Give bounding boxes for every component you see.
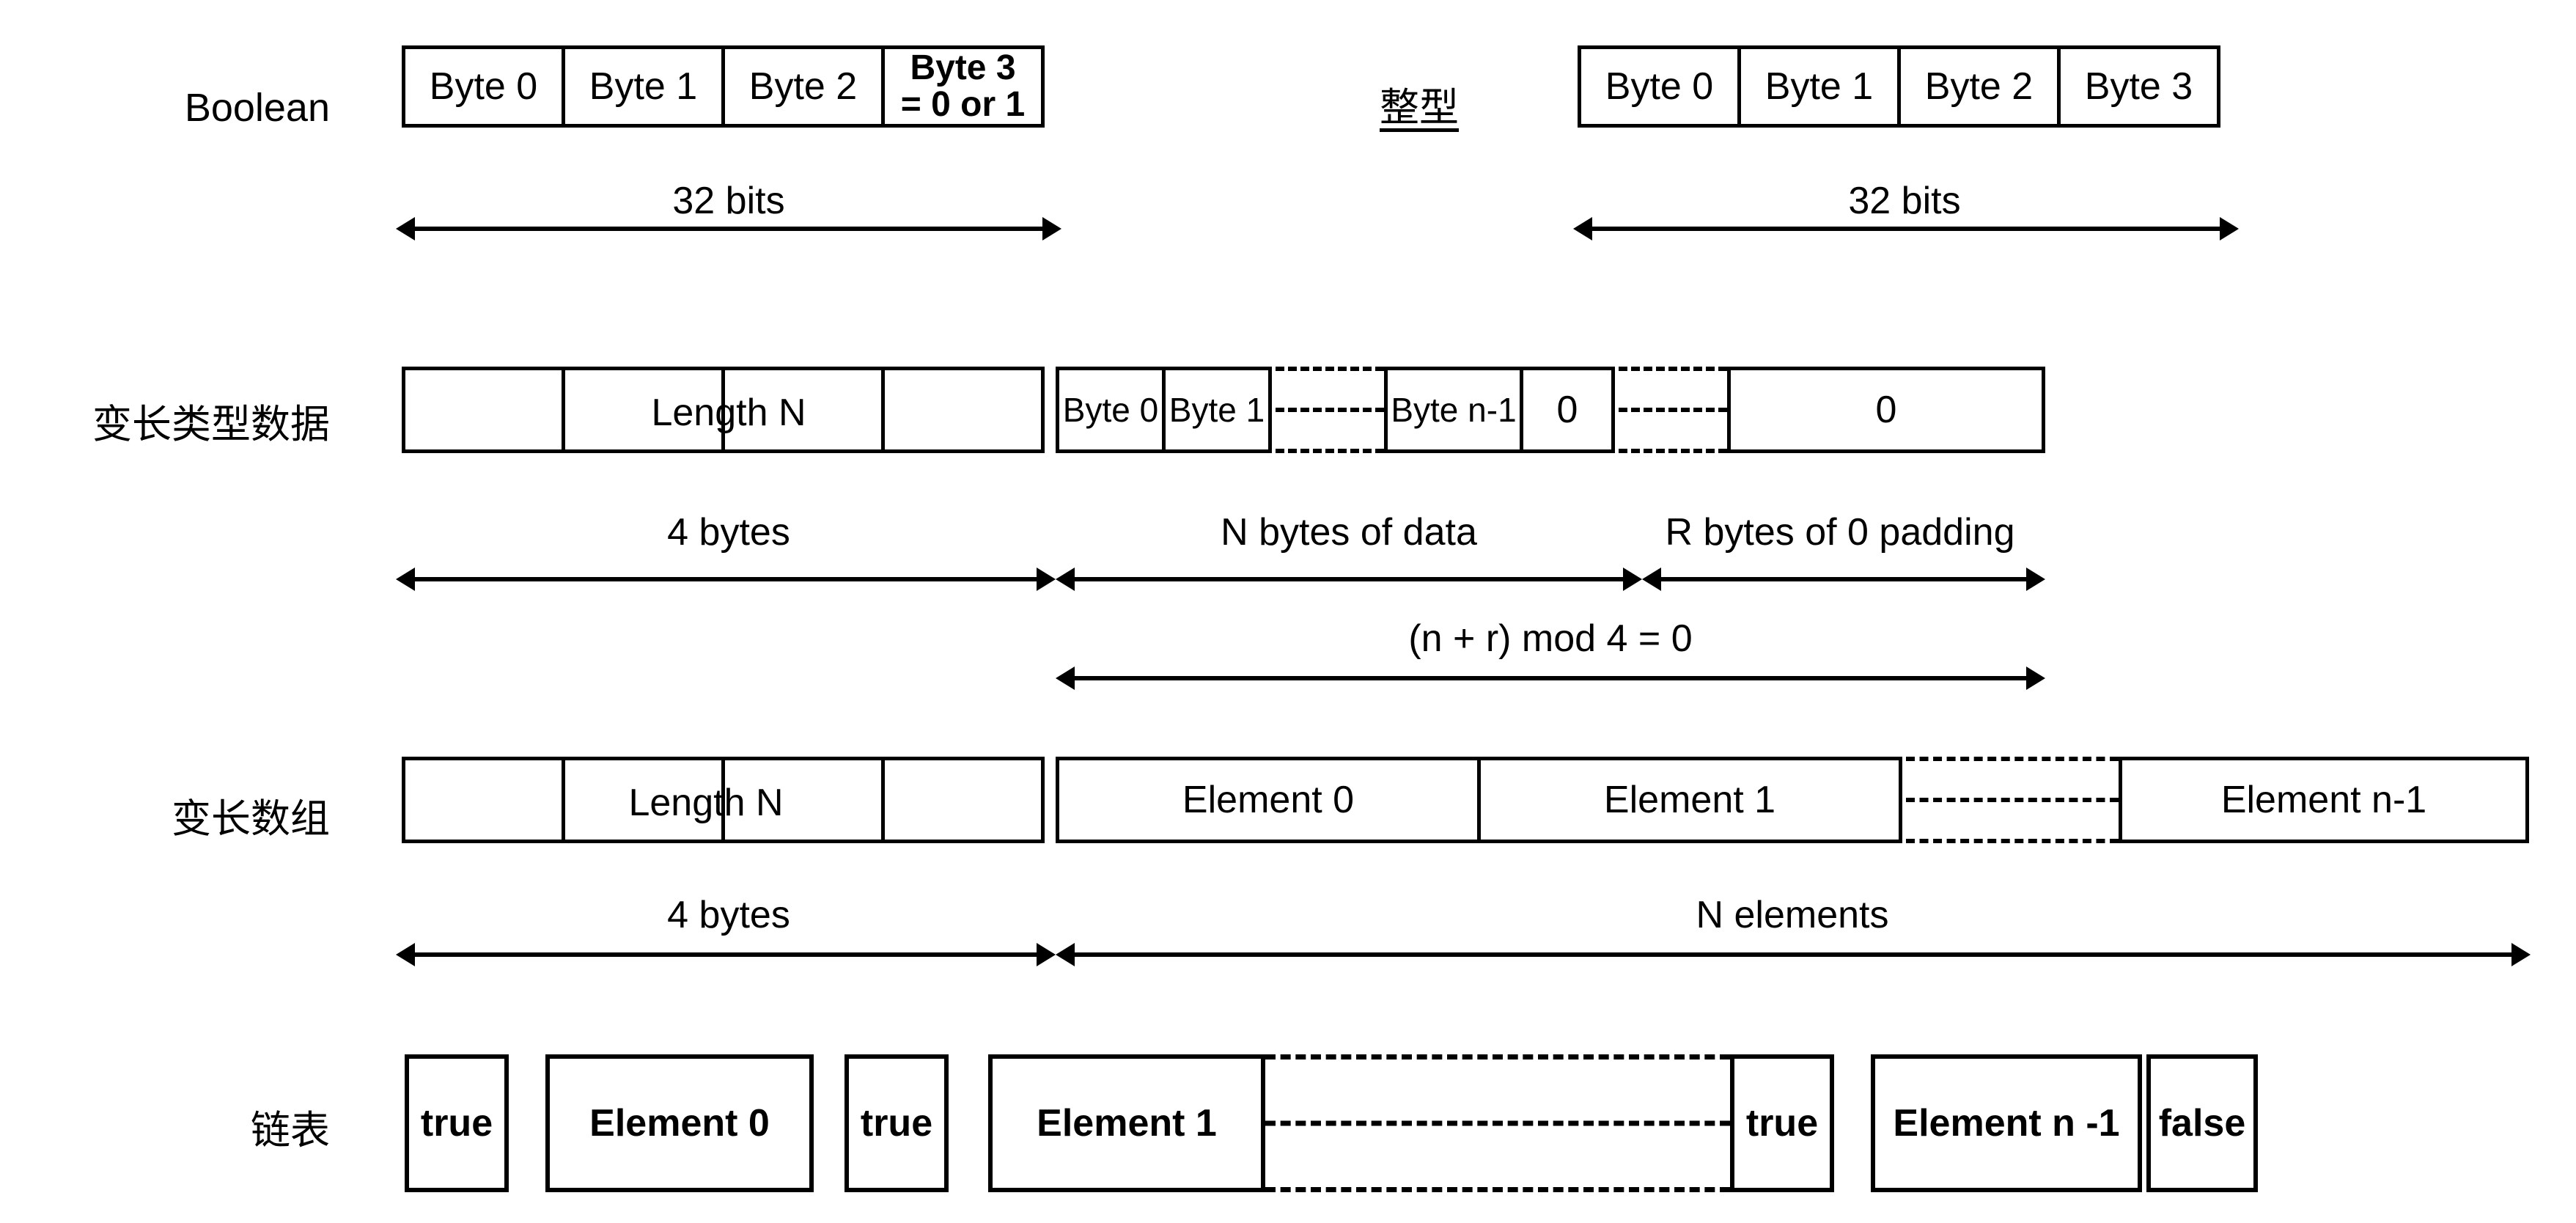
varlen-data-bytes-strip: Byte 0 Byte 1 bbox=[1056, 367, 1276, 453]
arrow-shaft bbox=[406, 952, 1045, 957]
arrow-shaft bbox=[1066, 577, 1632, 581]
varlen-data-length-strip bbox=[402, 367, 1056, 453]
varlen-data-pad-cell-0: 0 bbox=[1520, 367, 1615, 453]
varlen-data-length-label: Length N bbox=[651, 392, 806, 434]
arrow-head-right-icon bbox=[1037, 943, 1056, 966]
row-label-linked-list: 链表 bbox=[251, 1109, 330, 1153]
varlen-data-tail-strip: Byte n-1 0 bbox=[1384, 367, 1619, 453]
varlen-array-element-1: Element 1 bbox=[1477, 757, 1902, 843]
varlen-array-element-0: Element 0 bbox=[1056, 757, 1481, 843]
boolean-byte-3: Byte 3 = 0 or 1 bbox=[881, 45, 1045, 128]
boolean-strip: Byte 0 Byte 1 Byte 2 Byte 3 = 0 or 1 bbox=[402, 45, 1056, 128]
linked-list-end-flag: false bbox=[2146, 1054, 2258, 1192]
varlen-data-data-arrow-label: N bytes of data bbox=[1221, 511, 1477, 554]
varlen-data-padding-strip: 0 bbox=[1727, 367, 2045, 453]
varlen-array-length-strip bbox=[402, 757, 1056, 843]
varlen-data-total-arrow-label: (n + r) mod 4 = 0 bbox=[1408, 617, 1693, 660]
arrow-shaft bbox=[1066, 676, 2035, 680]
boolean-arrow-label: 32 bits bbox=[672, 180, 785, 222]
varlen-array-length-cell-3 bbox=[881, 757, 1045, 843]
varlen-array-length-label: Length N bbox=[628, 782, 784, 824]
varlen-data-length-cell-0 bbox=[402, 367, 565, 453]
arrow-head-right-icon bbox=[1042, 217, 1061, 240]
varlen-data-pad-cell-last: 0 bbox=[1727, 367, 2045, 453]
varlen-data-length-cell-3 bbox=[881, 367, 1045, 453]
boolean-byte-3-line2: = 0 or 1 bbox=[900, 85, 1026, 124]
boolean-byte-1: Byte 1 bbox=[562, 45, 725, 128]
arrow-shaft bbox=[406, 577, 1045, 581]
varlen-array-ellipsis-gap bbox=[1906, 757, 2119, 843]
varlen-data-padding-arrow-label: R bytes of 0 padding bbox=[1665, 511, 2015, 554]
dashed-midline bbox=[1619, 408, 1727, 412]
row-label-boolean: Boolean bbox=[184, 86, 330, 130]
dashed-midline bbox=[1906, 798, 2119, 802]
varlen-data-ellipsis-gap-1 bbox=[1276, 367, 1384, 453]
integer-byte-2: Byte 2 bbox=[1897, 45, 2061, 128]
varlen-data-length-arrow-label: 4 bytes bbox=[667, 511, 790, 554]
boolean-byte-3-line1: Byte 3 bbox=[910, 48, 1016, 87]
varlen-data-byte-0: Byte 0 bbox=[1056, 367, 1166, 453]
dashed-midline bbox=[1276, 408, 1384, 412]
linked-list-element-n-1: Element n -1 bbox=[1871, 1054, 2142, 1192]
varlen-array-length-cell-2 bbox=[721, 757, 885, 843]
varlen-data-ellipsis-gap-2 bbox=[1619, 367, 1727, 453]
linked-list-element-1: Element 1 bbox=[988, 1054, 1265, 1192]
row-label-varlen-array: 变长数组 bbox=[172, 797, 330, 841]
arrow-shaft bbox=[1583, 227, 2229, 231]
boolean-byte-0: Byte 0 bbox=[402, 45, 565, 128]
varlen-array-tail-strip: Element n-1 bbox=[2119, 757, 2529, 843]
arrow-head-right-icon bbox=[2220, 217, 2239, 240]
integer-byte-3: Byte 3 bbox=[2057, 45, 2220, 128]
varlen-data-byte-1: Byte 1 bbox=[1162, 367, 1272, 453]
integer-byte-0: Byte 0 bbox=[1578, 45, 1741, 128]
integer-arrow-label: 32 bits bbox=[1848, 180, 1961, 222]
arrow-shaft bbox=[1652, 577, 2035, 581]
row-label-integer: 整型 bbox=[1380, 86, 1459, 130]
varlen-array-length-cell-0 bbox=[402, 757, 565, 843]
varlen-data-length-cell-1 bbox=[562, 367, 725, 453]
arrow-shaft bbox=[1066, 952, 2520, 957]
varlen-data-byte-n-1: Byte n-1 bbox=[1384, 367, 1523, 453]
boolean-byte-2: Byte 2 bbox=[721, 45, 885, 128]
arrow-head-right-icon bbox=[2026, 666, 2045, 690]
integer-byte-1: Byte 1 bbox=[1737, 45, 1901, 128]
arrow-head-right-icon bbox=[2511, 943, 2531, 966]
linked-list-element-0: Element 0 bbox=[545, 1054, 814, 1192]
dashed-midline bbox=[1265, 1120, 1730, 1126]
varlen-array-elements-strip: Element 0 Element 1 bbox=[1056, 757, 1906, 843]
linked-list-flag-0: true bbox=[405, 1054, 509, 1192]
varlen-array-elements-arrow-label: N elements bbox=[1696, 894, 1889, 936]
arrow-head-right-icon bbox=[1623, 568, 1642, 591]
row-label-varlen-data: 变长类型数据 bbox=[92, 403, 330, 447]
varlen-array-length-arrow-label: 4 bytes bbox=[667, 894, 790, 936]
arrow-head-right-icon bbox=[1037, 568, 1056, 591]
integer-strip: Byte 0 Byte 1 Byte 2 Byte 3 bbox=[1578, 45, 2231, 128]
arrow-shaft bbox=[406, 227, 1051, 231]
arrow-head-right-icon bbox=[2026, 568, 2045, 591]
linked-list-flag-tail: true bbox=[1730, 1054, 1834, 1192]
linked-list-ellipsis-gap bbox=[1265, 1054, 1730, 1192]
linked-list-flag-1: true bbox=[844, 1054, 949, 1192]
varlen-array-element-n-1: Element n-1 bbox=[2119, 757, 2529, 843]
